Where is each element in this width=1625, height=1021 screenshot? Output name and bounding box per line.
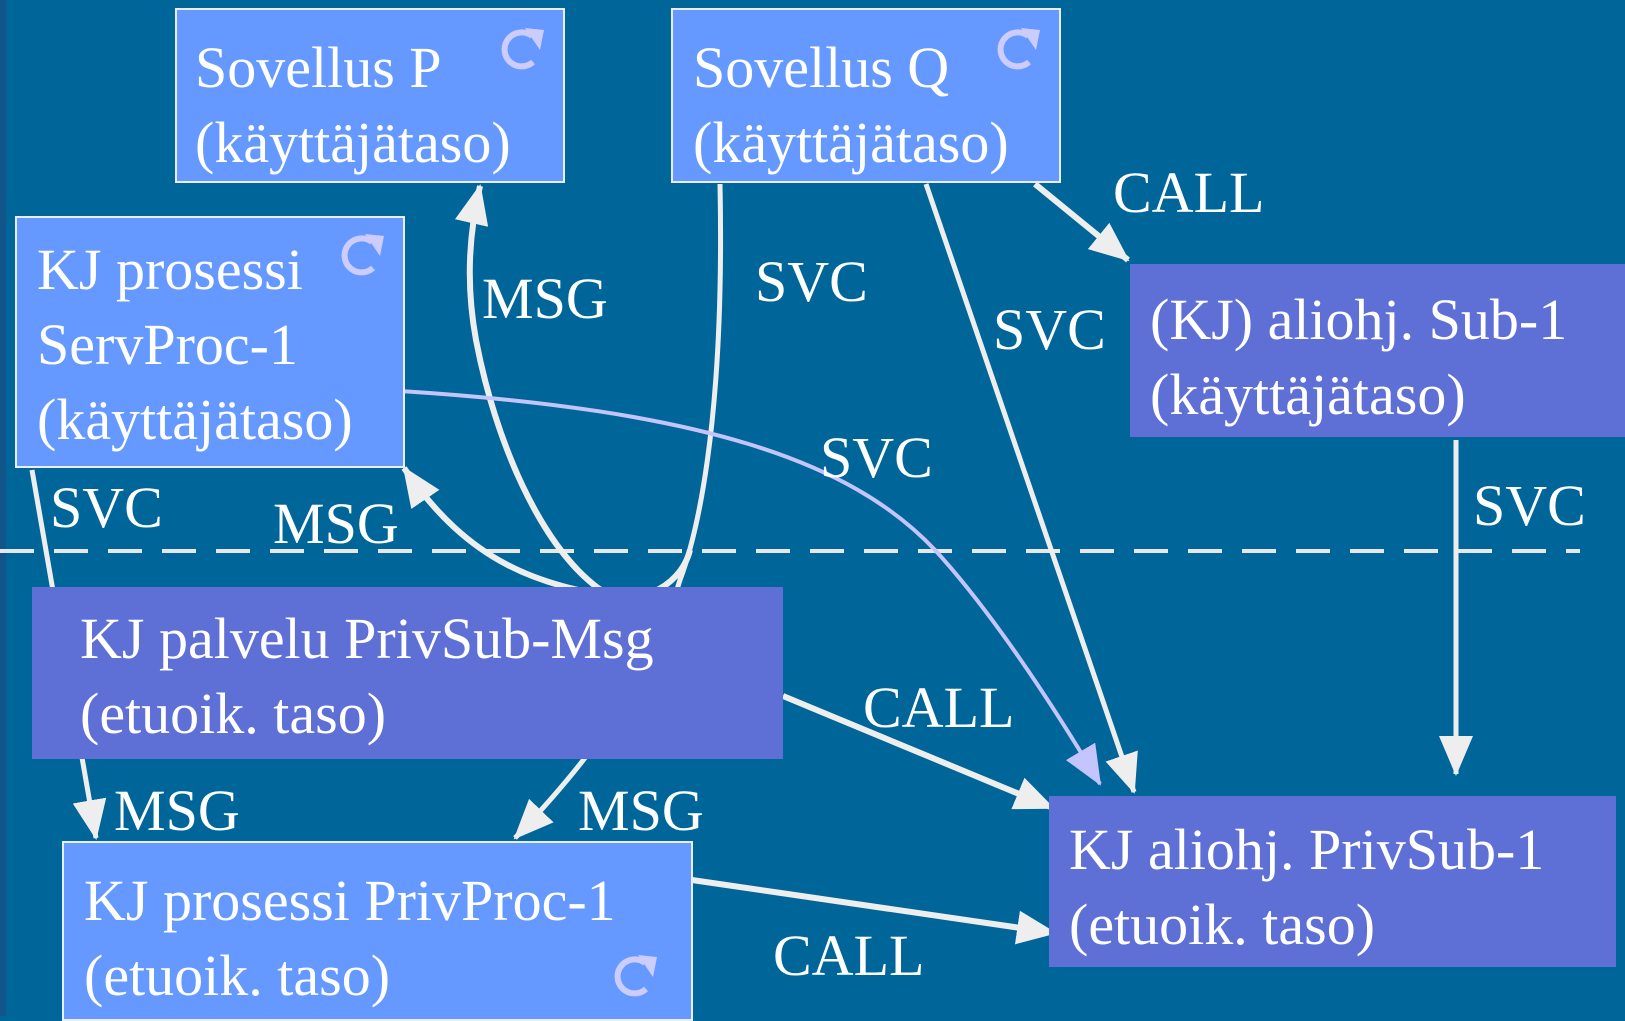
label-msg-left: MSG [114,778,240,843]
box-sovellus-q-title: Sovellus Q [693,35,950,100]
arrow-privproc-to-privsub1 [691,877,1057,945]
label-svc-q-privsub1: SVC [993,297,1106,362]
box-privsub-msg-title: KJ palvelu PrivSub-Msg [80,606,654,671]
box-privsub-1: KJ aliohj. PrivSub-1 (etuoik. taso) [1049,796,1616,967]
box-sub-1: (KJ) aliohj. Sub-1 (käyttäjätaso) [1130,264,1625,437]
label-call-privproc: CALL [773,923,925,988]
label-svc-sub1: SVC [1473,473,1586,538]
label-msg-to-servproc: MSG [273,491,399,556]
box-servproc-1: KJ prosessi ServProc-1 (käyttäjätaso) [15,216,405,468]
box-privproc-1-title: KJ prosessi PrivProc-1 [84,868,616,933]
label-svc-servproc-left: SVC [50,475,163,540]
left-edge-strip [0,0,6,1016]
arrow-q-to-sub1 [1033,181,1130,263]
box-privproc-1: KJ prosessi PrivProc-1 (etuoik. taso) [62,841,693,1021]
label-svc-servproc-privsub1: SVC [820,425,933,490]
label-msg-to-p: MSG [482,266,608,331]
box-sovellus-q: Sovellus Q (käyttäjätaso) [671,8,1061,183]
box-privsub-msg: KJ palvelu PrivSub-Msg (etuoik. taso) [32,587,783,759]
cycle-icon [341,234,384,276]
cycle-icon [614,955,657,997]
box-servproc-1-line1: KJ prosessi [37,237,303,302]
box-servproc-1-line2: ServProc-1 [37,312,298,377]
box-sub-1-level: (käyttäjätaso) [1150,362,1466,427]
box-sovellus-p: Sovellus P (käyttäjätaso) [175,8,565,183]
cycle-icon [501,28,544,70]
arrow-q-to-privsub1 [923,183,1138,794]
box-sovellus-p-title: Sovellus P [195,35,442,100]
box-privsub-msg-level: (etuoik. taso) [80,681,387,746]
label-msg-to-privproc: MSG [578,778,704,843]
box-servproc-1-level: (käyttäjätaso) [37,387,353,452]
box-privsub-1-title: KJ aliohj. PrivSub-1 [1069,817,1545,882]
box-privproc-1-level: (etuoik. taso) [84,943,391,1008]
label-call-privsubmsg: CALL [863,675,1015,740]
label-call-q-sub1: CALL [1113,160,1265,225]
box-sovellus-p-level: (käyttäjätaso) [195,110,511,175]
arrow-privsubmsg-to-p [455,184,693,600]
box-sovellus-q-level: (käyttäjätaso) [693,110,1009,175]
box-sub-1-title: (KJ) aliohj. Sub-1 [1150,287,1568,352]
label-svc-q-down: SVC [755,249,868,314]
arrow-privsubmsg-to-privsub1 [781,693,1055,811]
box-privsub-1-level: (etuoik. taso) [1069,892,1376,957]
cycle-icon [997,28,1040,70]
arrow-servproc-to-privsub1 [399,389,1102,786]
